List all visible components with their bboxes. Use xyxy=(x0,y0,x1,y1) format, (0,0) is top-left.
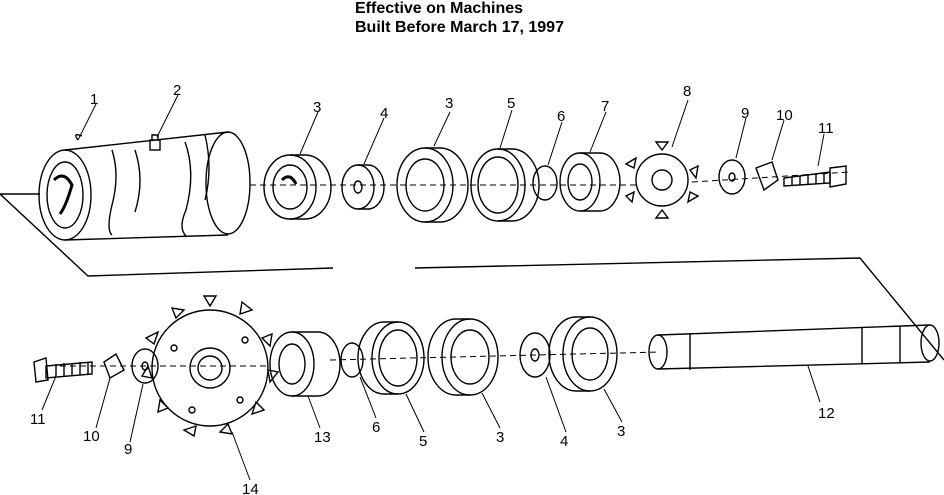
part-11-bolt-lower xyxy=(33,357,93,383)
diagram-title-line1: Effective on Machines xyxy=(355,0,524,17)
part-5-bearing-cup-upper xyxy=(470,148,540,222)
part-6-o-ring-lower xyxy=(340,342,364,378)
callout-top-11: 11 xyxy=(818,120,834,137)
part-3-bearing-lower-a xyxy=(548,316,618,392)
callout-bottom-12: 12 xyxy=(818,405,835,422)
callout-bottom-10: 10 xyxy=(83,428,100,445)
diagram-title-line2: Built Before March 17, 1997 xyxy=(355,19,564,36)
part-7-bushing xyxy=(559,152,621,212)
part-5-bearing-cup-lower xyxy=(357,321,425,395)
callout-top-1: 1 xyxy=(90,91,98,108)
callout-bottom-5: 5 xyxy=(419,433,427,450)
callout-top-3b: 3 xyxy=(445,95,453,112)
callout-numbers: 1 2 3 4 3 5 6 7 8 9 10 11 11 10 9 14 13 … xyxy=(30,82,835,495)
callout-top-6: 6 xyxy=(557,108,565,125)
callout-bottom-13: 13 xyxy=(314,429,331,446)
part-11-bolt-upper xyxy=(783,165,847,188)
part-3-bearing-upper-a xyxy=(263,154,332,220)
guide-lines xyxy=(0,171,944,367)
callout-bottom-9: 9 xyxy=(124,441,132,458)
callout-bottom-11: 11 xyxy=(30,411,46,428)
part-2-grease-fitting xyxy=(149,134,161,151)
callout-bottom-3a: 3 xyxy=(496,429,504,446)
callout-top-3a: 3 xyxy=(313,99,321,116)
part-12-jackshaft xyxy=(648,324,940,370)
part-4-spacer-lower xyxy=(519,332,551,378)
callout-top-5: 5 xyxy=(507,95,515,112)
callout-top-4: 4 xyxy=(380,105,388,122)
callout-top-7: 7 xyxy=(601,98,609,115)
part-3-bearing-lower-b xyxy=(427,318,499,396)
part-4-spacer-upper xyxy=(341,164,385,210)
leader-lines xyxy=(41,94,825,481)
callout-bottom-14: 14 xyxy=(242,481,259,495)
part-9-washer-upper xyxy=(718,159,746,195)
part-3-bearing-upper-b xyxy=(396,147,469,223)
callout-bottom-6: 6 xyxy=(372,419,380,436)
part-9-washer-lower xyxy=(131,348,159,384)
part-13-bushing xyxy=(269,331,341,397)
callout-bottom-4: 4 xyxy=(560,433,568,450)
part-14-large-sprocket xyxy=(140,295,280,438)
callout-top-9: 9 xyxy=(741,105,749,122)
part-6-o-ring-upper xyxy=(532,165,558,201)
callout-top-10: 10 xyxy=(776,107,793,124)
part-10-lock-tab-lower xyxy=(103,352,125,380)
part-8-small-sprocket xyxy=(624,141,700,219)
callout-top-8: 8 xyxy=(683,83,691,100)
part-10-lock-tab-upper xyxy=(755,161,779,192)
part-1-drive-drum xyxy=(38,131,251,241)
callout-bottom-3b: 3 xyxy=(617,423,625,440)
callout-top-2: 2 xyxy=(173,82,181,99)
